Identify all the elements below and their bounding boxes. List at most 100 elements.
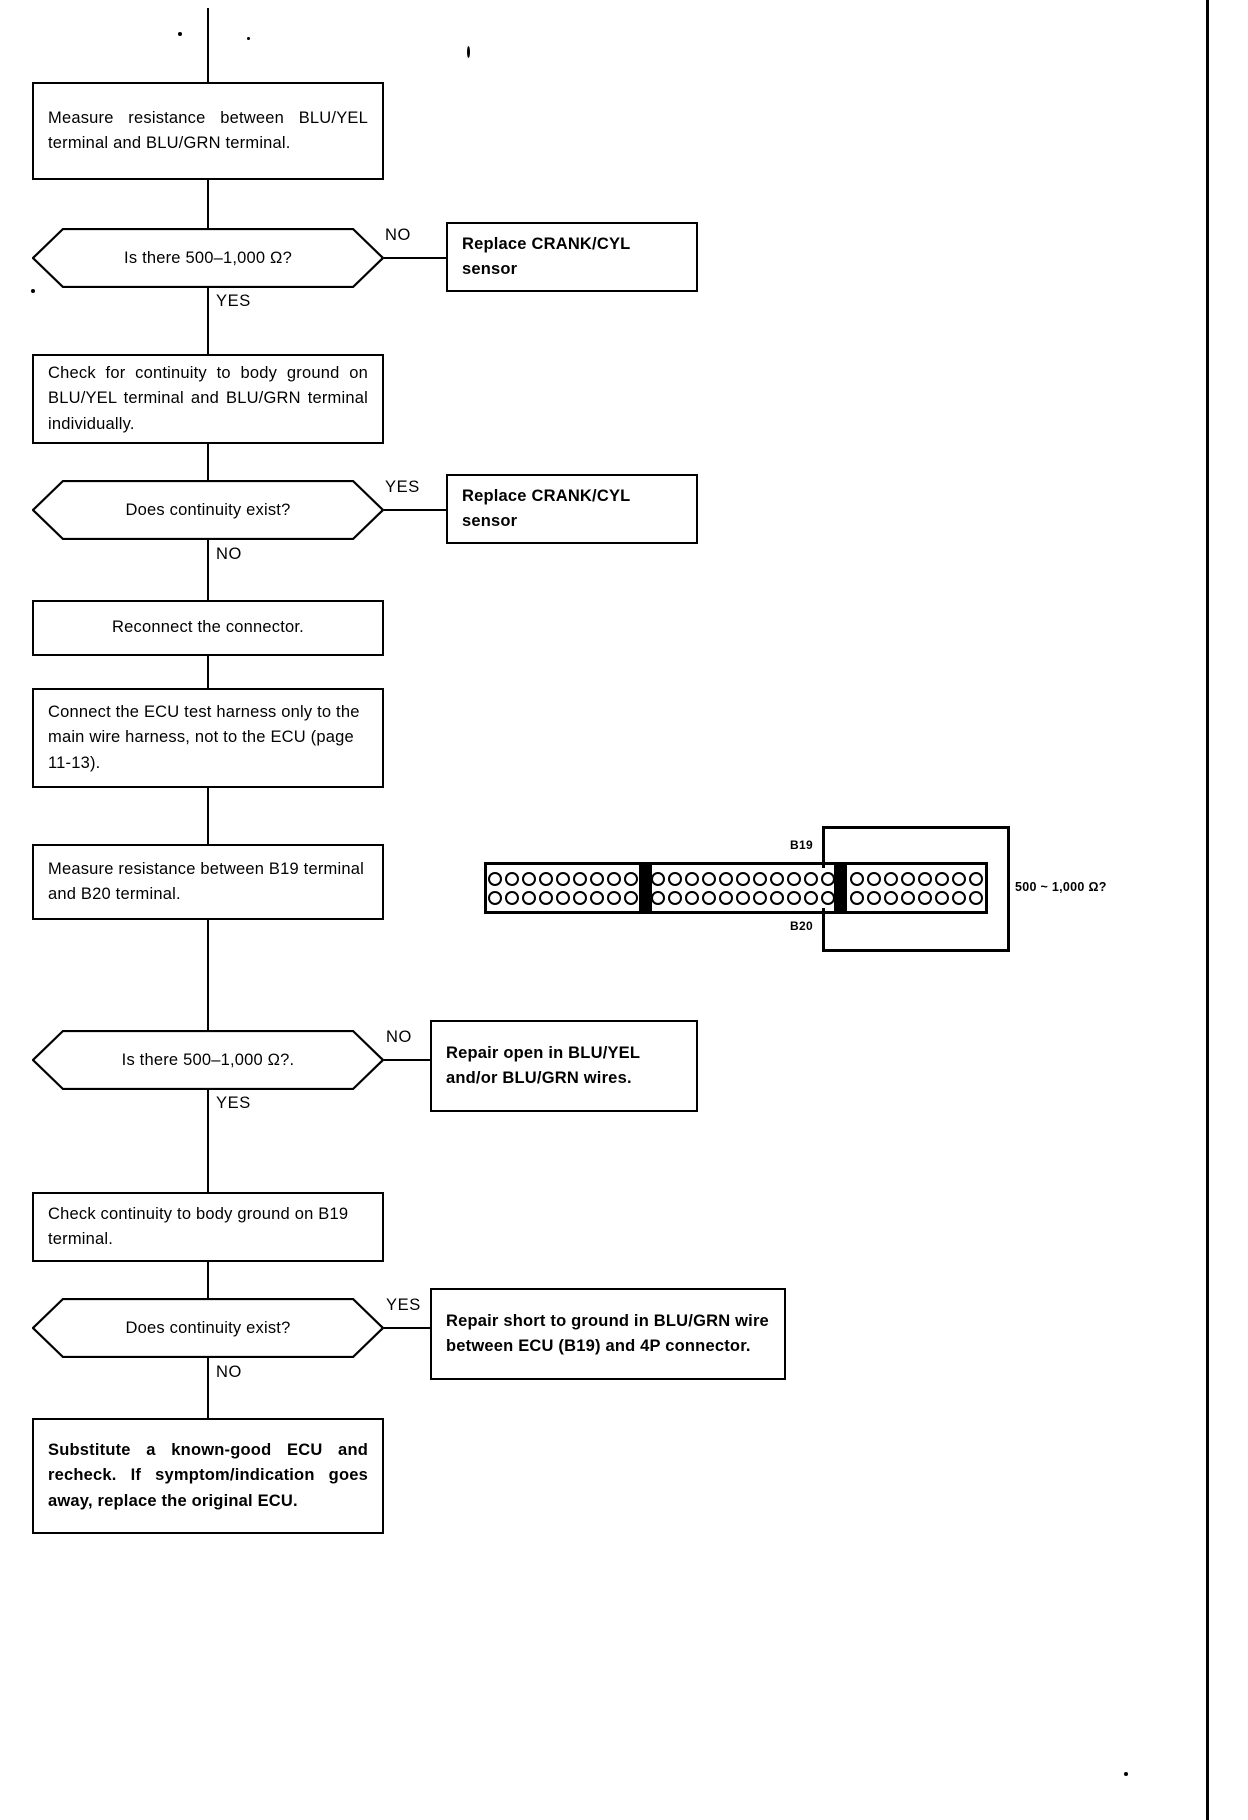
flow-line	[207, 920, 209, 1030]
step-check-continuity-body-ground-blu: Check for continuity to body ground on B…	[32, 354, 384, 444]
decision-text: Does continuity exist?	[125, 500, 291, 519]
decision-is-there-500-1000-ohm-1: Is there 500–1,000 Ω?	[32, 228, 384, 288]
connector-divider-right	[837, 862, 844, 914]
connector-block-left	[484, 862, 642, 914]
step-text: Check continuity to body ground on B19 t…	[48, 1204, 349, 1248]
lead-b20-vertical	[822, 908, 825, 952]
pin-row-bottom	[650, 888, 837, 907]
ecu-connector-pinout-figure: B19 B20 500 ~ 1,000 Ω?	[470, 820, 1130, 952]
connector-pin	[590, 890, 604, 905]
connector-pin	[883, 871, 898, 886]
connector-pin	[883, 890, 898, 905]
connector-pin	[917, 871, 932, 886]
pin-row-bottom	[848, 888, 984, 907]
connector-pin	[685, 890, 699, 905]
step-replace-crank-cyl-sensor-2: Replace CRANK/CYL sensor	[446, 474, 698, 544]
connector-pin	[651, 890, 665, 905]
connector-pin	[573, 890, 587, 905]
decision-text: Is there 500–1,000 Ω?.	[121, 1050, 295, 1069]
connector-pin	[702, 890, 716, 905]
decision-is-there-500-1000-ohm-2: Is there 500–1,000 Ω?.	[32, 1030, 384, 1090]
flow-line-yes-3	[207, 1090, 209, 1192]
lead-b20-horizontal	[822, 949, 1010, 952]
connector-pin	[522, 871, 536, 886]
step-substitute-known-good-ecu: Substitute a known-good ECU and recheck.…	[32, 1418, 384, 1534]
step-connect-ecu-test-harness: Connect the ECU test harness only to the…	[32, 688, 384, 788]
step-text: Repair open in BLU/YEL and/or BLU/GRN wi…	[446, 1043, 640, 1087]
resistance-spec-label: 500 ~ 1,000 Ω?	[1015, 880, 1107, 894]
connector-pin	[685, 871, 699, 886]
step-text: Check for continuity to body ground on B…	[48, 364, 368, 433]
connector-pin	[770, 890, 784, 905]
pin-label-b20: B20	[790, 919, 813, 933]
flow-line-entry	[207, 8, 209, 82]
step-text: Replace CRANK/CYL sensor	[462, 234, 631, 278]
scan-speck	[31, 289, 35, 293]
step-text: Reconnect the connector.	[112, 618, 304, 637]
connector-pin	[624, 890, 638, 905]
branch-label-no-4: NO	[216, 1363, 242, 1381]
lead-bracket-right	[1007, 826, 1010, 952]
step-text: Replace CRANK/CYL sensor	[462, 486, 631, 530]
connector-pin	[522, 890, 536, 905]
connector-pin	[866, 890, 881, 905]
connector-pin	[488, 890, 502, 905]
decision-text: Is there 500–1,000 Ω?	[124, 248, 292, 267]
flow-line-no-2	[207, 540, 209, 600]
connector-pin	[787, 890, 801, 905]
pin-label-b19: B19	[790, 838, 813, 852]
connector-pin	[607, 871, 621, 886]
connector-pin	[934, 871, 949, 886]
branch-label-no-3: NO	[386, 1028, 412, 1046]
connector-pin	[505, 871, 519, 886]
step-replace-crank-cyl-sensor-1: Replace CRANK/CYL sensor	[446, 222, 698, 292]
connector-pin	[668, 890, 682, 905]
decision-does-continuity-exist-2: Does continuity exist?	[32, 1298, 384, 1358]
connector-pin	[736, 871, 750, 886]
branch-label-no-1: NO	[385, 226, 411, 244]
connector-pin	[951, 890, 966, 905]
connector-pin	[590, 871, 604, 886]
connector-pin	[607, 890, 621, 905]
connector-pin	[736, 890, 750, 905]
hexagon-shape	[32, 228, 384, 288]
connector-pin	[651, 871, 665, 886]
branch-label-yes-1: YES	[216, 292, 251, 310]
flow-line-yes-1	[207, 288, 209, 354]
flow-line-yes-2	[384, 509, 446, 511]
connector-pin	[753, 890, 767, 905]
connector-pin	[719, 871, 733, 886]
step-repair-open-blu-wires: Repair open in BLU/YEL and/or BLU/GRN wi…	[430, 1020, 698, 1112]
page-margin-rule	[1206, 0, 1209, 1820]
connector-pin	[787, 871, 801, 886]
pin-row-bottom	[487, 888, 640, 907]
connector-pin	[951, 871, 966, 886]
connector-pin	[668, 871, 682, 886]
step-measure-resistance-b19-b20: Measure resistance between B19 terminal …	[32, 844, 384, 920]
flow-line	[207, 444, 209, 480]
flow-line	[207, 1262, 209, 1298]
connector-pin	[753, 871, 767, 886]
connector-pin	[624, 871, 638, 886]
connector-pin	[968, 871, 983, 886]
flow-line-yes-4	[384, 1327, 430, 1329]
connector-pin	[804, 890, 818, 905]
connector-pin	[934, 890, 949, 905]
connector-pin	[900, 890, 915, 905]
scan-speck	[467, 46, 470, 58]
connector-pin	[849, 890, 864, 905]
connector-pin	[900, 871, 915, 886]
connector-pin	[488, 871, 502, 886]
flow-line-no-4	[207, 1358, 209, 1418]
pin-row-top	[848, 869, 984, 888]
connector-pin	[505, 890, 519, 905]
step-check-continuity-b19: Check continuity to body ground on B19 t…	[32, 1192, 384, 1262]
step-text: Repair short to ground in BLU/GRN wire b…	[446, 1311, 769, 1355]
branch-label-yes-3: YES	[216, 1094, 251, 1112]
step-reconnect-connector: Reconnect the connector.	[32, 600, 384, 656]
step-measure-resistance-blu-terminals: Measure resistance between BLU/YEL termi…	[32, 82, 384, 180]
connector-pin	[556, 871, 570, 886]
connector-pin	[849, 871, 864, 886]
hexagon-shape	[32, 480, 384, 540]
